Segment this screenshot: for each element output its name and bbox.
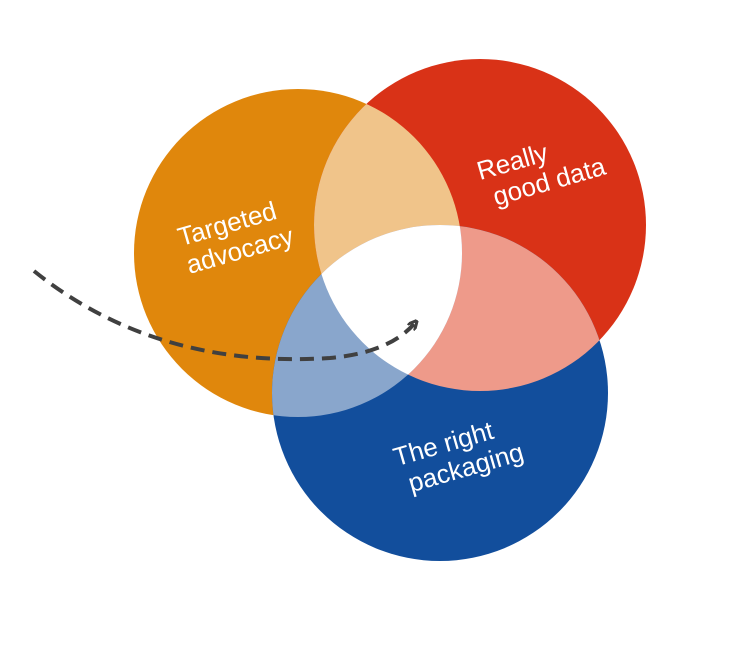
overlap-center: [314, 225, 462, 391]
dashed-arrow: [32, 269, 414, 362]
